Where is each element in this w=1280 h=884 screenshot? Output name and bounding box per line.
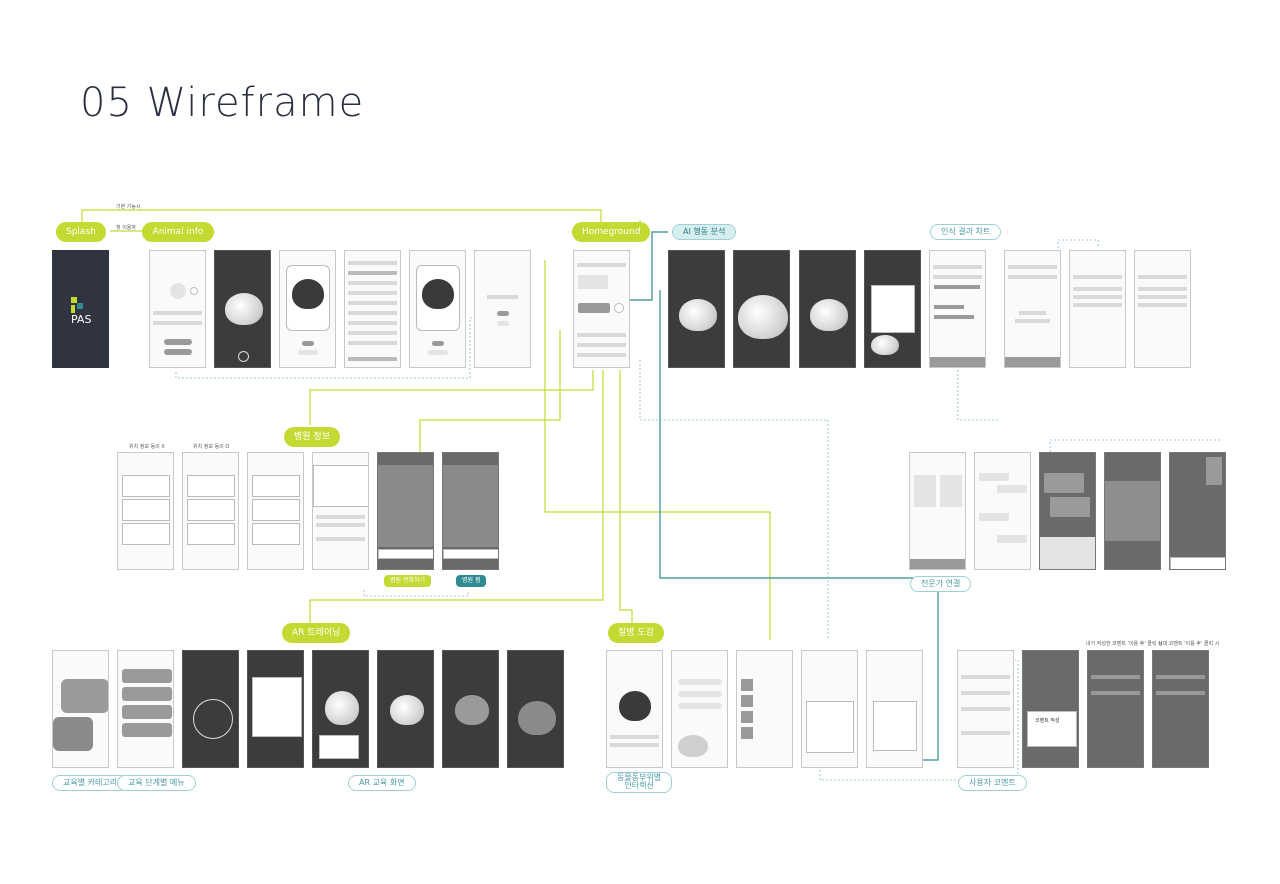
note-location-off: 위치 정보 동의 X xyxy=(129,444,165,450)
comment-write-title: 코멘트 작성 xyxy=(1035,718,1060,724)
note-location-on: 위치 정보 동의 O xyxy=(193,444,230,450)
screen-hospital-list-2 xyxy=(182,452,239,570)
screen-camera-capture xyxy=(214,250,271,368)
note-my-review: 내가 작성한 코멘트 '이용 후' 클릭 시 xyxy=(1086,641,1163,647)
screen-breed-result xyxy=(279,250,336,368)
label-animation-by-part: 동물동부위별 인터렉션 xyxy=(606,772,673,793)
screen-disease-detail-1 xyxy=(801,650,858,768)
page-title: 05 Wireframe xyxy=(80,80,365,126)
label-homeground: Homeground xyxy=(572,222,651,242)
screen-ai-result xyxy=(864,250,921,368)
screen-extra-question xyxy=(474,250,531,368)
label-splash: Splash xyxy=(56,222,106,242)
label-edu-step-menu: 교육 단계별 메뉴 xyxy=(117,775,196,791)
screen-hospital-save xyxy=(442,452,499,570)
label-ar-training: AR 트레이닝 xyxy=(282,623,351,643)
screen-expert-select xyxy=(909,452,966,570)
screen-expert-end xyxy=(1169,452,1226,570)
screen-hospital-list-3 xyxy=(247,452,304,570)
screen-edu-category xyxy=(52,650,109,768)
screen-expert-video xyxy=(1039,452,1096,570)
screen-edu-steps xyxy=(117,650,174,768)
note-other-review: 상대 코멘트 '이용 후' 클릭 시 xyxy=(1158,641,1220,647)
screen-chart-2 xyxy=(1004,250,1061,368)
screen-chart-1 xyxy=(929,250,986,368)
screen-homeground xyxy=(573,250,630,368)
screen-animal-register xyxy=(149,250,206,368)
screen-ai-scan-2 xyxy=(733,250,790,368)
screen-ar-rabbit-3 xyxy=(442,650,499,768)
screen-comment-list xyxy=(957,650,1014,768)
screen-disease-list xyxy=(736,650,793,768)
screen-expert-chat xyxy=(974,452,1031,570)
note-first-user: 첫 이용자 xyxy=(116,225,136,231)
logo: PAS xyxy=(71,297,108,326)
screen-comment-other xyxy=(1152,650,1209,768)
screen-ai-scan-1 xyxy=(668,250,725,368)
label-ar-edu-screen: AR 교육 화면 xyxy=(348,775,416,791)
logo-mark-icon xyxy=(71,297,83,313)
screen-ar-complete xyxy=(507,650,564,768)
label-animal-info: Animal info xyxy=(142,222,214,242)
label-result-chart: 인식 결과 차트 xyxy=(930,224,1002,240)
screen-hospital-list-1 xyxy=(117,452,174,570)
label-hospital-info: 병원 정보 xyxy=(284,427,340,447)
screen-hospital-detail xyxy=(312,452,369,570)
screen-hospital-call xyxy=(377,452,434,570)
label-user-comment: 사용자 코멘트 xyxy=(958,775,1027,791)
screen-splash: PAS xyxy=(52,250,109,368)
screen-ar-rabbit-1 xyxy=(312,650,369,768)
screen-comment-write: 코멘트 작성 xyxy=(1022,650,1079,768)
screen-expert-call xyxy=(1104,452,1161,570)
screen-disease-detail-2 xyxy=(866,650,923,768)
screen-breed-confirm xyxy=(409,250,466,368)
screen-breed-list xyxy=(344,250,401,368)
screen-comment-mine xyxy=(1087,650,1144,768)
label-disease-book: 질병 도감 xyxy=(608,623,664,643)
label-expert-connect: 전문가 연결 xyxy=(910,576,972,592)
note-basic: 기본 기능시 xyxy=(116,204,141,210)
screen-ar-scan xyxy=(182,650,239,768)
screen-chart-3 xyxy=(1069,250,1126,368)
screen-ar-step-info xyxy=(247,650,304,768)
screen-ar-rabbit-2 xyxy=(377,650,434,768)
logo-text: PAS xyxy=(71,313,92,326)
label-ai-behavior: AI 행동 분석 xyxy=(672,224,737,240)
screen-disease-part xyxy=(671,650,728,768)
label-hospital-save: 병원 찜 xyxy=(456,575,487,587)
label-hospital-call: 병원 전화하기 xyxy=(384,575,432,587)
screen-ai-scan-3 xyxy=(799,250,856,368)
screen-disease-home xyxy=(606,650,663,768)
screen-chart-4 xyxy=(1134,250,1191,368)
